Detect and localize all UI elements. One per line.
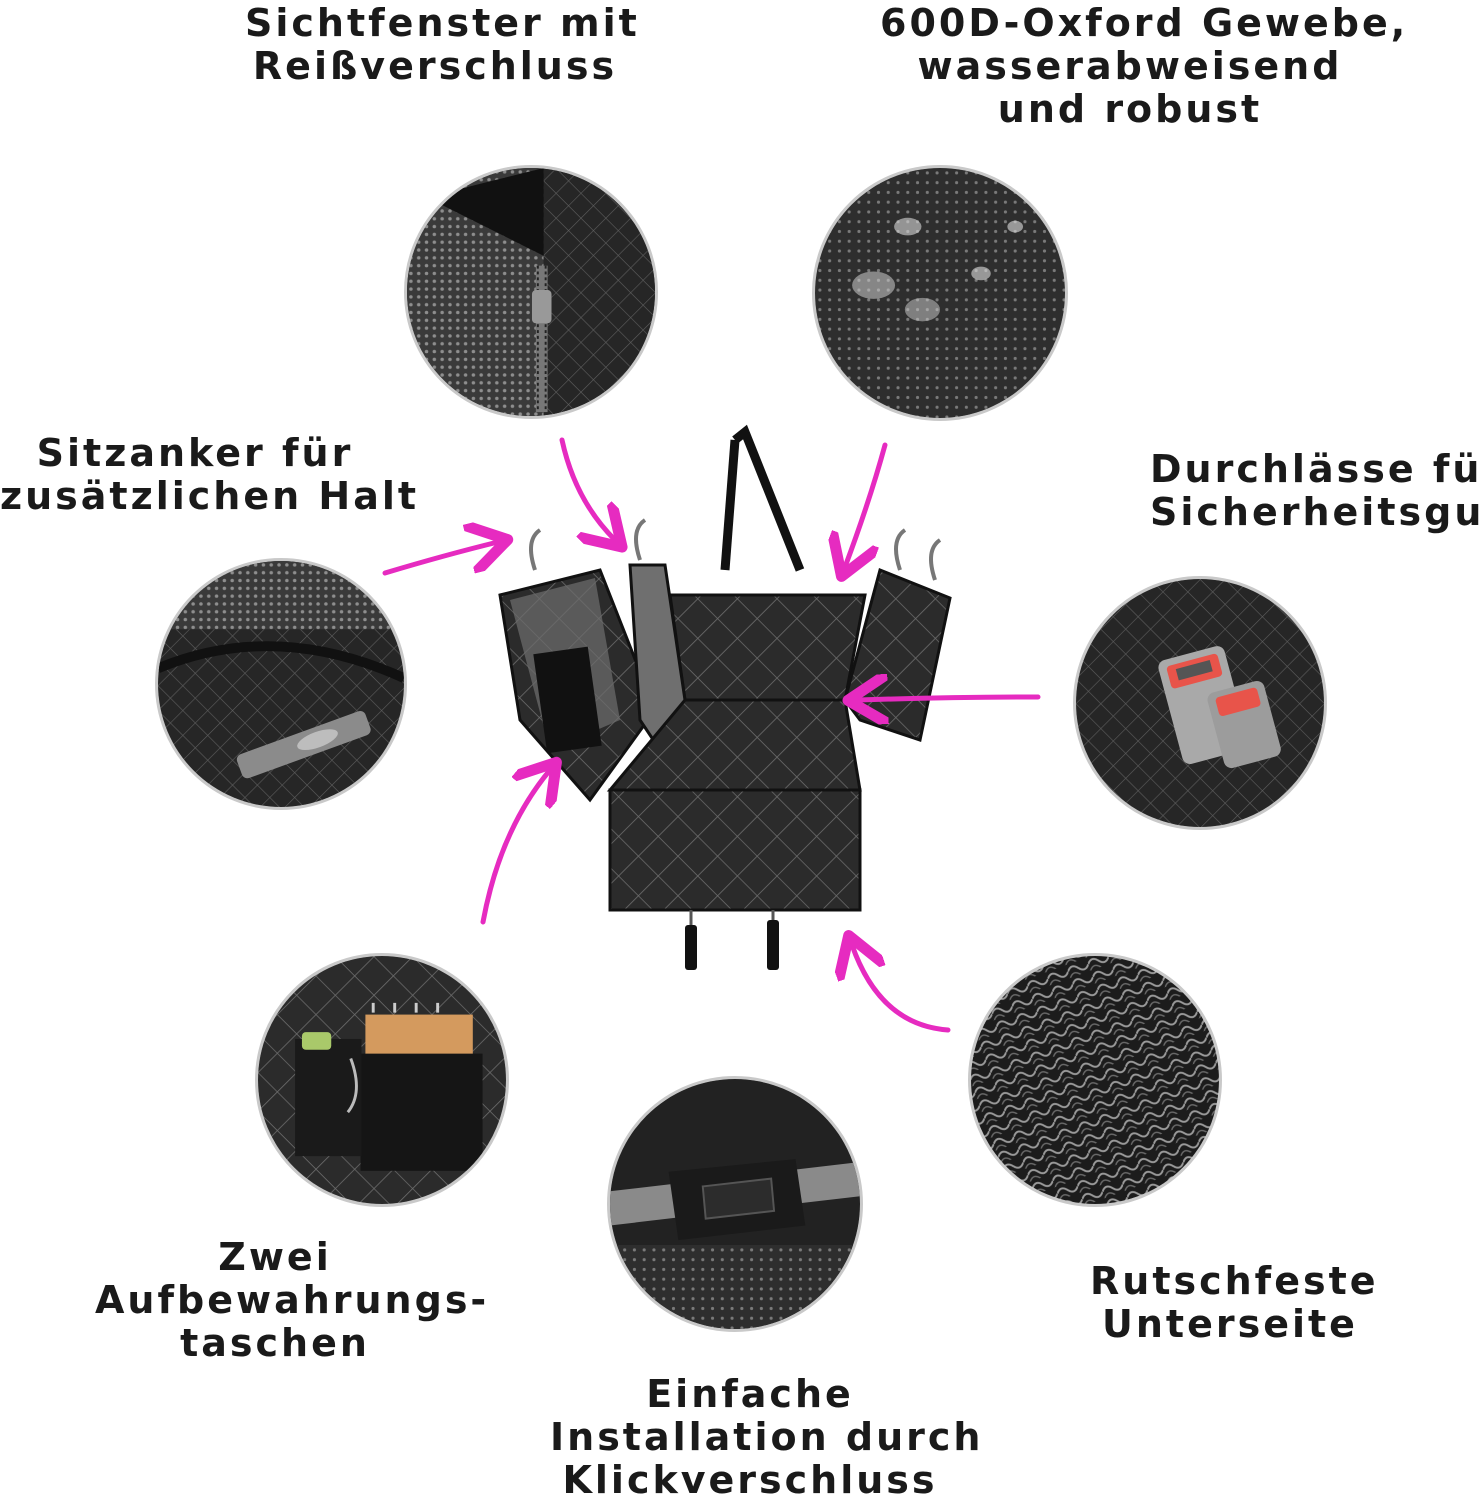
label-line: Reißverschluss [252, 44, 618, 88]
label-belt-openings: Durchlässe für Sicherheitsgurt [1150, 448, 1480, 534]
label-line: Installation durch [550, 1415, 984, 1459]
label-line: Sicherheitsgurt [1150, 490, 1480, 534]
label-line: Sichtfenster mit [245, 1, 640, 45]
label-line: Einfache [646, 1372, 854, 1416]
label-storage-pockets: Zwei Aufbewahrungs- taschen [95, 1235, 490, 1365]
seat-anchor-photo [155, 558, 407, 810]
oxford-fabric-photo [812, 165, 1068, 421]
label-line: Rutschfeste [1090, 1259, 1379, 1303]
label-oxford-fabric: 600D-Oxford Gewebe, wasserabweisend und … [880, 1, 1409, 131]
label-seat-anchor: Sitzanker für zusätzlichen Halt [0, 431, 420, 518]
label-line: taschen [180, 1321, 370, 1365]
easy-install-photo [607, 1076, 863, 1332]
label-line: und robust [997, 87, 1263, 131]
label-non-slip: Rutschfeste Unterseite [1090, 1259, 1379, 1346]
label-line: Klickverschluss [562, 1458, 938, 1502]
storage-pockets-photo [255, 953, 509, 1207]
label-zipper-window: Sichtfenster mit Reißverschluss [245, 1, 640, 88]
non-slip-photo [968, 953, 1222, 1207]
label-line: Aufbewahrungs- [95, 1278, 490, 1322]
label-easy-install: Einfache Installation durch Klickverschl… [550, 1372, 984, 1502]
label-line: Zwei [218, 1235, 332, 1279]
belt-openings-photo [1073, 576, 1327, 830]
label-line: Sitzanker für [36, 431, 354, 475]
label-line: 600D-Oxford Gewebe, [880, 1, 1409, 45]
zipper-window-photo [404, 165, 658, 419]
seat-cover-illustration [480, 420, 1000, 980]
label-line: wasserabweisend [917, 44, 1343, 88]
label-line: Durchlässe für [1150, 447, 1480, 491]
label-line: Unterseite [1102, 1302, 1358, 1346]
label-line: zusätzlichen Halt [0, 474, 420, 518]
